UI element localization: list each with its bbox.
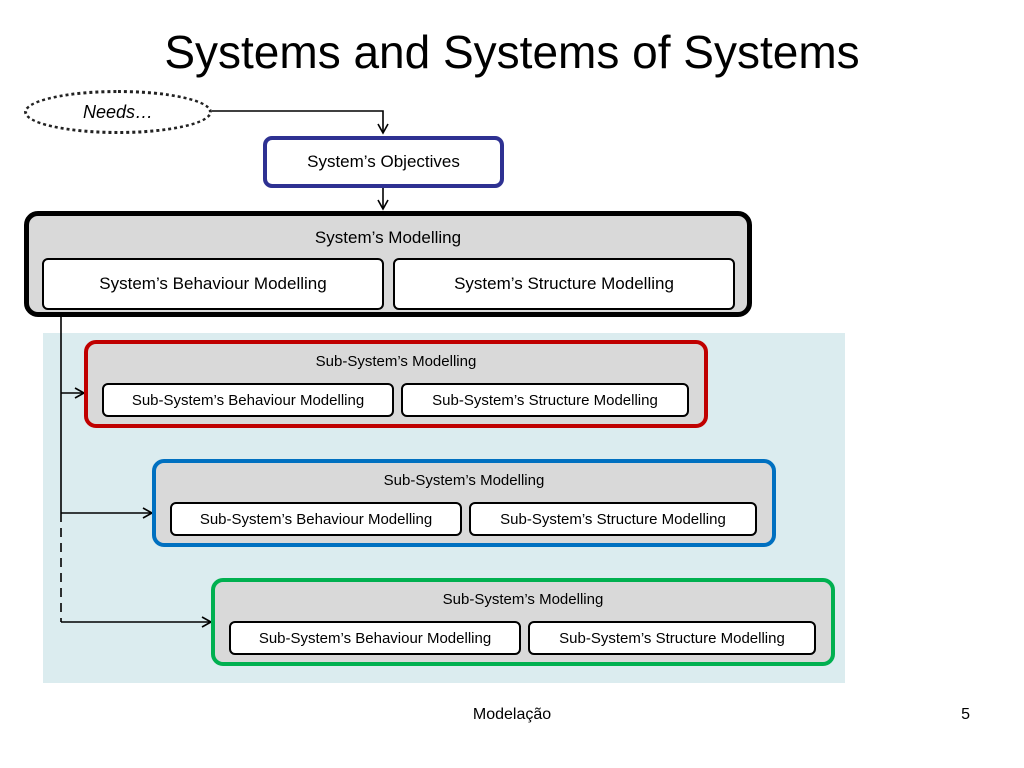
subsystem-modelling-group-1: Sub-System’s Modelling Sub-System’s Beha… (84, 340, 708, 428)
subsystem-behaviour-modelling-box: Sub-System’s Behaviour Modelling (170, 502, 462, 536)
system-modelling-group: System’s Modelling System’s Behaviour Mo… (24, 211, 752, 317)
subsystem-modelling-group-2: Sub-System’s Modelling Sub-System’s Beha… (152, 459, 776, 547)
subsystem-behaviour-label: Sub-System’s Behaviour Modelling (258, 629, 492, 647)
subsystem-behaviour-modelling-box: Sub-System’s Behaviour Modelling (229, 621, 521, 655)
slide-title: Systems and Systems of Systems (164, 26, 860, 78)
system-structure-label: System’s Structure Modelling (454, 274, 674, 293)
needs-label: Needs… (82, 101, 154, 122)
subsystem-structure-modelling-box: Sub-System’s Structure Modelling (401, 383, 689, 417)
slide-footer: Modelação (472, 706, 552, 723)
objectives-box: System’s Objectives (263, 136, 504, 188)
subsystem-structure-modelling-box: Sub-System’s Structure Modelling (469, 502, 757, 536)
subsystem-modelling-group-3: Sub-System’s Modelling Sub-System’s Beha… (211, 578, 835, 666)
subsystem-behaviour-label: Sub-System’s Behaviour Modelling (199, 510, 433, 528)
system-behaviour-modelling-box: System’s Behaviour Modelling (42, 258, 384, 310)
system-behaviour-label: System’s Behaviour Modelling (99, 274, 327, 293)
slide-page-number: 5 (961, 706, 970, 723)
objectives-label: System’s Objectives (307, 152, 460, 171)
subsystem-structure-label: Sub-System’s Structure Modelling (500, 510, 726, 528)
needs-to-objectives-arrow (212, 110, 389, 135)
system-structure-modelling-box: System’s Structure Modelling (393, 258, 735, 310)
subsystem-behaviour-label: Sub-System’s Behaviour Modelling (131, 391, 365, 409)
subsystem-modelling-label: Sub-System’s Modelling (442, 591, 604, 608)
needs-ellipse: Needs… (24, 90, 212, 134)
subsystem-structure-label: Sub-System’s Structure Modelling (432, 391, 658, 409)
subsystem-modelling-label: Sub-System’s Modelling (383, 472, 545, 489)
subsystem-modelling-label: Sub-System’s Modelling (315, 353, 477, 370)
subsystem-structure-modelling-box: Sub-System’s Structure Modelling (528, 621, 816, 655)
subsystem-structure-label: Sub-System’s Structure Modelling (559, 629, 785, 647)
subsystem-behaviour-modelling-box: Sub-System’s Behaviour Modelling (102, 383, 394, 417)
system-modelling-label: System’s Modelling (314, 228, 462, 247)
